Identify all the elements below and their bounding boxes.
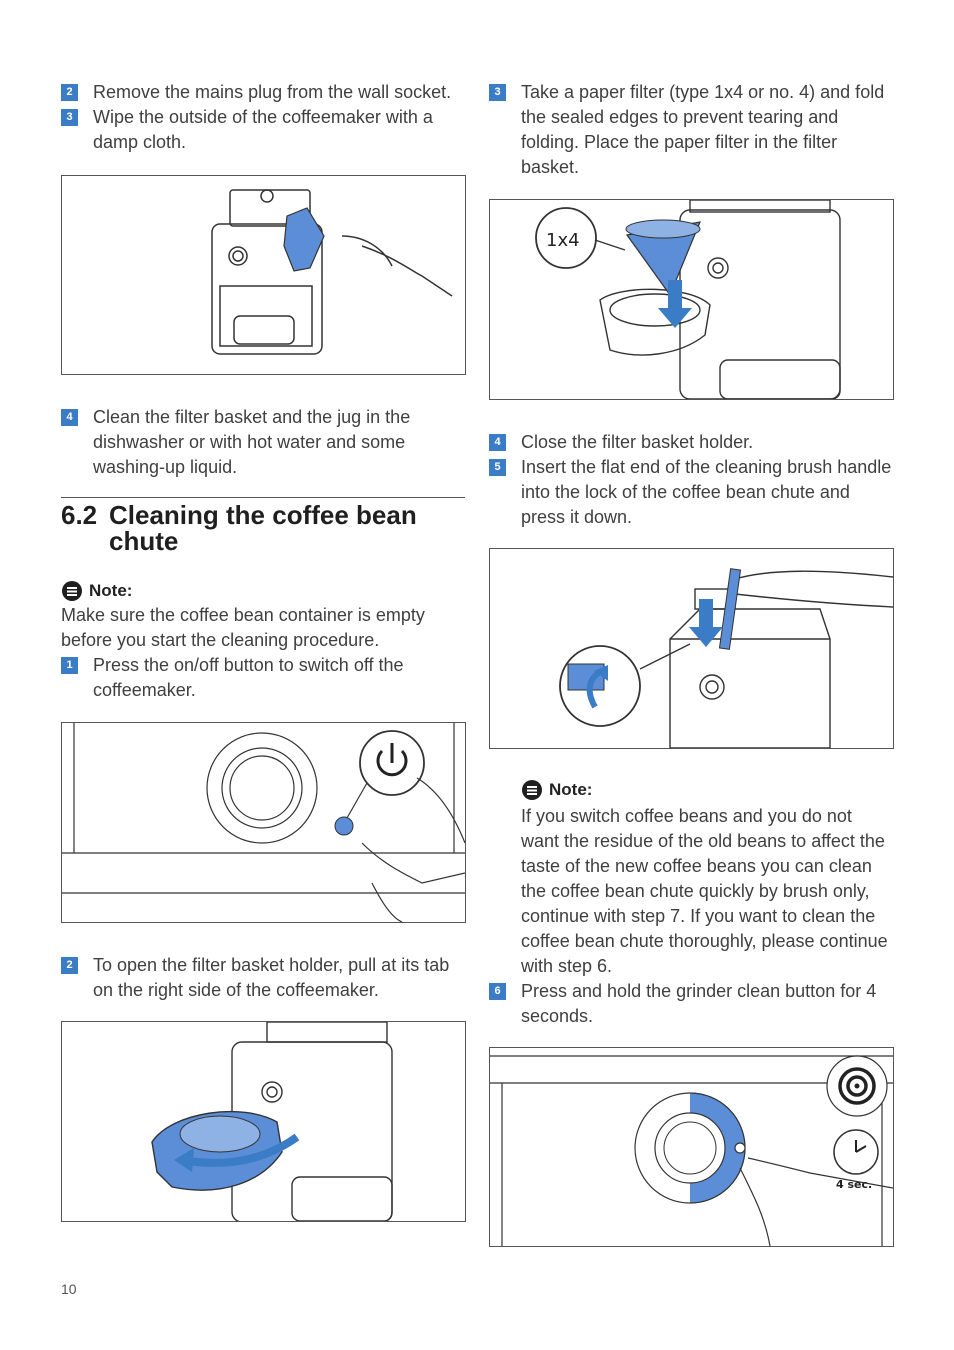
step-3-paper-filter: 3 Take a paper filter (type 1x4 or no. 4)… — [489, 80, 894, 180]
grinder-clean-illustration: 4 sec. — [490, 1055, 893, 1246]
step-text: Press the on/off button to switch off th… — [93, 655, 404, 700]
left-step-4-block: 4 Clean the filter basket and the jug in … — [61, 405, 466, 480]
step-6-grinder-clean: 6 Press and hold the grinder clean button… — [489, 979, 894, 1029]
left-note-block: Note: Make sure the coffee bean containe… — [61, 580, 466, 703]
note-label: Note: — [89, 581, 133, 600]
note-label: Note: — [549, 780, 593, 799]
step-text: Wipe the outside of the coffeemaker with… — [93, 107, 433, 152]
figure-wipe-coffeemaker — [61, 175, 466, 375]
section-title: Cleaning the coffee bean chute — [109, 500, 417, 556]
step-text: Remove the mains plug from the wall sock… — [93, 82, 452, 102]
left-steps-top: 2 Remove the mains plug from the wall soc… — [61, 80, 466, 155]
figure-open-filter-holder — [61, 1021, 466, 1222]
section-divider — [61, 497, 465, 498]
power-icon — [376, 743, 408, 777]
note-text: If you switch coffee beans and you do no… — [521, 806, 888, 976]
curved-arrow-icon — [181, 1133, 300, 1167]
note-heading: Note: — [61, 580, 466, 602]
filter-holder-illustration — [151, 1022, 393, 1221]
page-number: 10 — [61, 1281, 77, 1297]
step-3: 3 Wipe the outside of the coffeemaker wit… — [61, 105, 466, 155]
section-heading: 6.2 Cleaning the coffee bean chute — [61, 502, 465, 554]
step-number: 1 — [61, 657, 78, 674]
step-4: 4 Clean the filter basket and the jug in … — [61, 405, 466, 480]
filter-type-label: 1x4 — [546, 230, 580, 251]
power-button-illustration — [62, 723, 465, 922]
note-heading: Note: — [489, 779, 894, 801]
right-steps-4-5: 4 Close the filter basket holder. 5 Insert… — [489, 430, 894, 530]
step-text: Close the filter basket holder. — [521, 432, 754, 452]
step-text: Take a paper filter (type 1x4 or no. 4) … — [521, 82, 885, 177]
figure-grinder-clean: 4 sec. — [489, 1047, 894, 1247]
step-number: 3 — [61, 109, 78, 126]
note-text: Make sure the coffee bean container is e… — [61, 605, 425, 650]
step-number: 5 — [489, 459, 506, 476]
left-step-2b-block: 2 To open the filter basket holder, pull … — [61, 953, 466, 1003]
step-2: 2 Remove the mains plug from the wall soc… — [61, 80, 466, 105]
step-text: Clean the filter basket and the jug in t… — [93, 407, 411, 477]
step-number: 4 — [489, 434, 506, 451]
step-text: To open the filter basket holder, pull a… — [93, 955, 450, 1000]
step-number: 4 — [61, 409, 78, 426]
figure-paper-filter: 1x4 — [489, 199, 894, 400]
figure-power-button — [61, 722, 466, 923]
timer-label: 4 sec. — [836, 1178, 872, 1191]
step-number: 6 — [489, 983, 506, 1000]
figure-cleaning-brush — [489, 548, 894, 749]
note-icon — [62, 581, 82, 601]
paper-filter-illustration: 1x4 — [535, 200, 841, 399]
timer-icon — [833, 1129, 879, 1175]
arrow-down-icon — [689, 599, 723, 647]
filter-type-badge — [535, 207, 597, 269]
step-text: Insert the flat end of the cleaning brus… — [521, 457, 892, 527]
note-icon — [522, 780, 542, 800]
arrow-down-icon — [658, 280, 692, 328]
step-number: 3 — [489, 84, 506, 101]
step-1: 1 Press the on/off button to switch off t… — [61, 653, 466, 703]
right-step-3-block: 3 Take a paper filter (type 1x4 or no. 4)… — [489, 80, 894, 180]
coffeemaker-wipe-illustration — [211, 189, 453, 355]
step-number: 2 — [61, 957, 78, 974]
step-2-open-filter: 2 To open the filter basket holder, pull … — [61, 953, 466, 1003]
section-number: 6.2 — [61, 500, 98, 530]
step-5-insert-brush: 5 Insert the flat end of the cleaning bru… — [489, 455, 894, 530]
right-note-block: Note: If you switch coffee beans and you… — [489, 779, 894, 1029]
cleaning-brush-illustration — [559, 568, 893, 748]
step-text: Press and hold the grinder clean button … — [521, 981, 877, 1026]
grinder-clean-icon — [826, 1055, 888, 1117]
step-number: 2 — [61, 84, 78, 101]
step-4-close-holder: 4 Close the filter basket holder. — [489, 430, 894, 455]
